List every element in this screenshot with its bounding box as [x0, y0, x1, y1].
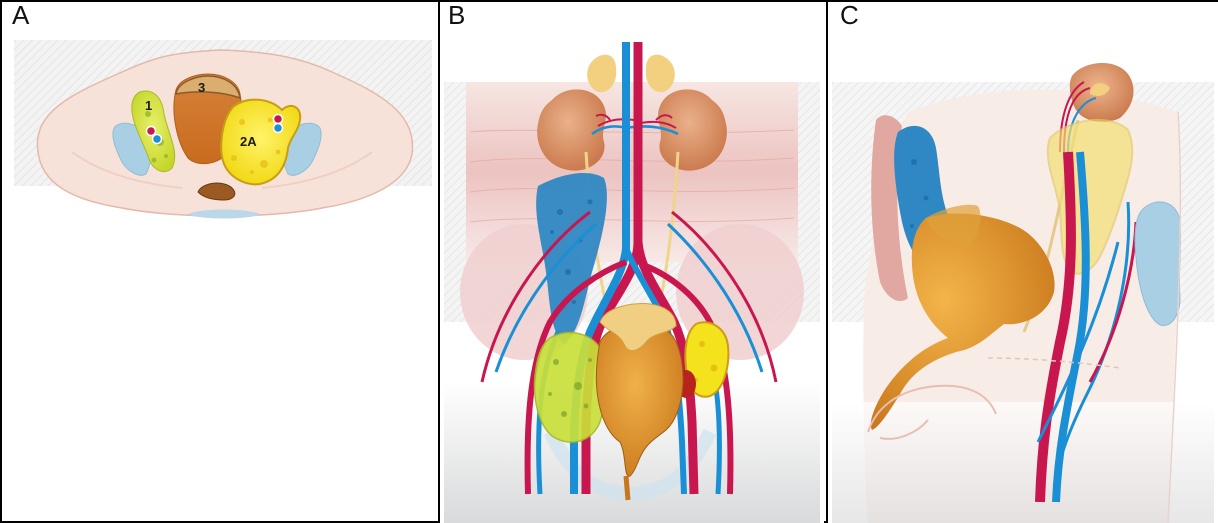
- panel-label-c: C: [840, 2, 859, 31]
- panel-label-b: B: [448, 2, 465, 31]
- artery-dot-right: [274, 115, 283, 124]
- vein-dot-right: [274, 124, 283, 133]
- region-label-2a: 2A: [240, 134, 257, 149]
- region-label-3: 3: [198, 80, 205, 95]
- artery-dot-left: [147, 127, 156, 136]
- panel-b: B: [440, 2, 824, 523]
- left-yellow-green-lymph: [535, 333, 607, 443]
- panel-label-a: A: [12, 2, 29, 31]
- panel-c-illustration: [828, 2, 1218, 523]
- floor-shade: [832, 402, 1214, 523]
- region-label-1: 1: [145, 98, 152, 113]
- panel-b-illustration: [440, 2, 824, 523]
- vein-dot-left: [153, 135, 162, 144]
- panel-c: C: [828, 2, 1218, 523]
- panel-a: A 1 3 2A: [2, 2, 438, 523]
- panel-a-illustration: [2, 2, 438, 523]
- urethra: [626, 476, 628, 500]
